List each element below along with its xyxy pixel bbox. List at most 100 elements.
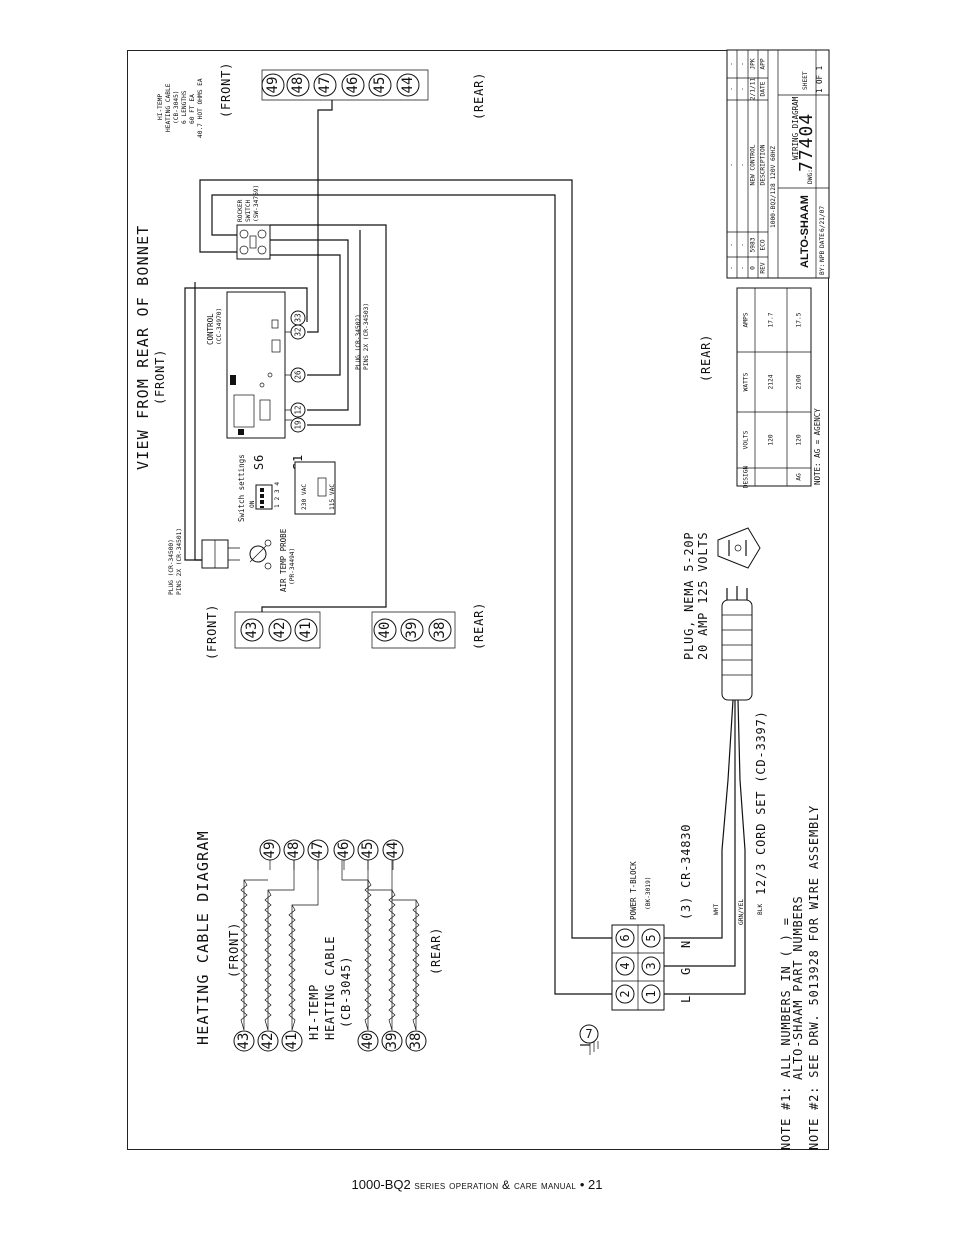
plug1-line2: PINS 2X (CR-34501) <box>176 528 183 595</box>
note1-line2: ALTO-SHAAM PART NUMBERS <box>791 895 805 1080</box>
left-top-terminal-45-label: 45 <box>360 842 376 859</box>
by-value: NPB <box>819 251 826 262</box>
rev-header-date: DATE <box>760 81 767 96</box>
rev-cell: 5983 <box>750 237 757 252</box>
power-terminal-3: 3 <box>644 962 658 969</box>
rocker-switch <box>236 224 271 260</box>
right-rear-terminal-40: 40 <box>373 618 397 642</box>
table-cell: 17.7 <box>768 312 775 327</box>
title-block <box>726 49 830 279</box>
control-terminal-26: 26 <box>290 367 306 383</box>
left-bottom-terminal-41: 41 <box>281 1030 303 1052</box>
rocker-line2: SWITCH <box>245 199 252 222</box>
left-cable-title-1: HI-TEMP <box>307 984 321 1040</box>
sheet-value: 1 OF 1 <box>815 66 824 93</box>
control-wires <box>184 100 387 612</box>
probe-plug <box>201 539 272 570</box>
rocker-line3: (SW-34769) <box>253 185 260 222</box>
control-terminal-33: 33 <box>290 310 306 326</box>
rev-cell: - <box>729 163 736 167</box>
ground-terminal-number: 7 <box>585 1027 592 1041</box>
power-terminal-2: 2 <box>618 990 632 997</box>
zigzag-lines <box>240 879 420 1031</box>
dwg-label: DWG: <box>807 169 814 184</box>
right-lower-strip <box>234 611 456 649</box>
table-note: NOTE: AG = AGENCY <box>813 408 822 485</box>
company-logo: ALTO-SHAAM <box>799 195 811 268</box>
design-table-cells: DESIGNVOLTSWATTSAMPS120212417.7AG1202100… <box>743 312 803 488</box>
table-rear-label: (REAR) <box>699 334 713 382</box>
table-cell: 120 <box>768 434 775 445</box>
rev-cell: - <box>729 243 736 247</box>
rev-cell: - <box>729 62 736 66</box>
control-terminal-19: 19 <box>290 417 306 433</box>
table-header-volts: VOLTS <box>743 430 750 449</box>
design-table <box>736 287 812 487</box>
rev-cell: - <box>740 266 747 270</box>
page-footer: 1000-BQ2 series operation & care manual … <box>0 1177 954 1192</box>
rev-header-app: APP <box>760 58 767 69</box>
dip-on-label: ON <box>249 500 256 508</box>
diagram-frame <box>127 50 829 1150</box>
power-terminal-1: 1 <box>644 990 658 997</box>
table-header-watts: WATTS <box>743 372 750 391</box>
control-line2: (CC-34970) <box>216 308 223 345</box>
right-top-terminal-47-label: 47 <box>317 77 333 94</box>
control-terminal-19-label: 19 <box>294 420 303 429</box>
plug2-line1: PLUG (CR-34502) <box>355 314 362 370</box>
nema-plug-drawing <box>717 527 761 701</box>
footer-text: series operation & care manual <box>414 1178 577 1192</box>
right-top-terminal-45: 45 <box>368 73 392 97</box>
heating-cable-title: HEATING CABLE DIAGRAM <box>194 830 212 1045</box>
power-terminal-5: 5 <box>644 934 658 941</box>
right-top-terminal-49: 49 <box>261 73 285 97</box>
cord-set-label: 12/3 CORD SET (CD-3397) <box>754 710 768 895</box>
left-bottom-terminal-43: 43 <box>233 1030 255 1052</box>
left-top-terminal-44-label: 44 <box>385 842 401 859</box>
left-bottom-terminal-43-label: 43 <box>236 1033 252 1050</box>
voltage-switch-s1 <box>294 461 336 515</box>
right-front-terminal-41: 41 <box>294 618 318 642</box>
right-rear-terminal-38-label: 38 <box>432 622 448 639</box>
title-description: 1000-BQ2/128 120V 60HZ <box>770 146 777 228</box>
rev-header-description: DESCRIPTION <box>760 144 767 185</box>
right-front-terminal-43: 43 <box>240 618 264 642</box>
power-block-part: (BK-3019) <box>645 876 652 910</box>
wire-blk-label: BLK <box>757 904 764 915</box>
right-top-terminal-46: 46 <box>341 73 365 97</box>
plug1-line1: PLUG (CR-34500) <box>168 539 175 595</box>
left-bottom-terminal-42-label: 42 <box>260 1033 276 1050</box>
view-front-label: (FRONT) <box>153 349 167 405</box>
left-cable-title-2: HEATING CABLE <box>323 936 337 1040</box>
right-rear-label-lower: (REAR) <box>472 602 486 650</box>
probe-line2: (PR-34494) <box>289 548 296 585</box>
lgn-letter-g: G <box>679 967 693 975</box>
left-top-terminal-48: 48 <box>283 839 305 861</box>
right-top-terminal-44-label: 44 <box>400 77 416 94</box>
right-rear-terminal-39-label: 39 <box>404 622 420 639</box>
control-terminal-26-label: 26 <box>294 370 303 380</box>
cr-label: (3) CR-34830 <box>679 824 693 920</box>
plug-nema-label-2: 20 AMP 125 VOLTS <box>696 532 710 660</box>
rev-header-eco: ECO <box>760 239 767 250</box>
rev-cell: 0 <box>750 266 757 270</box>
wire-wht-label: WHT <box>713 904 720 915</box>
right-front-label-upper: (FRONT) <box>219 62 233 118</box>
hitemp-right-1: HI-TEMP <box>157 94 164 120</box>
rev-cell: JPK <box>750 58 757 69</box>
wire-grnyel-label: GRN/YEL <box>738 899 745 925</box>
view-title: VIEW FROM REAR OF BONNET <box>134 224 152 470</box>
right-front-terminal-42: 42 <box>268 618 292 642</box>
plug2-line2: PINS 2X (CR-34503) <box>363 303 370 370</box>
left-bottom-terminal-41-label: 41 <box>284 1033 300 1050</box>
rev-cell: - <box>740 87 747 91</box>
left-bottom-terminal-39: 39 <box>381 1030 403 1052</box>
footer-separator: • <box>579 1177 585 1192</box>
rev-cell: - <box>740 62 747 66</box>
rocker-line1: ROCKER <box>237 199 244 222</box>
